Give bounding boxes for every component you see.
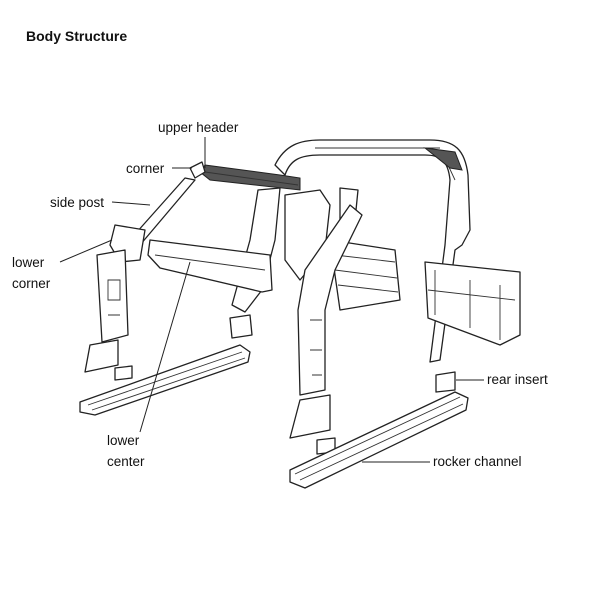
label-rear-insert: rear insert <box>487 372 548 387</box>
leader-lines <box>59 137 484 463</box>
front-rocker <box>79 344 251 416</box>
label-lower-corner: lower corner <box>12 252 50 294</box>
label-lower-center-line2: center <box>107 454 145 469</box>
lower-corner-part <box>84 249 133 381</box>
label-corner: corner <box>126 161 165 176</box>
lower-center-part <box>147 239 273 293</box>
label-lower-corner-line1: lower <box>12 255 45 270</box>
label-lower-center-line1: lower <box>107 433 140 448</box>
label-lower-corner-line2: corner <box>12 276 51 291</box>
label-rocker-channel: rocker channel <box>433 454 522 469</box>
label-side-post: side post <box>50 195 105 210</box>
center-structure <box>284 187 401 311</box>
diagram-title: Body Structure <box>26 28 128 44</box>
rear-insert-part <box>435 371 456 393</box>
rocker-channel-part <box>289 391 469 489</box>
rear-panel <box>424 261 521 346</box>
corner-piece <box>189 161 206 179</box>
label-upper-header: upper header <box>158 120 239 135</box>
b-pillar <box>289 204 363 455</box>
label-lower-center: lower center <box>107 430 145 472</box>
